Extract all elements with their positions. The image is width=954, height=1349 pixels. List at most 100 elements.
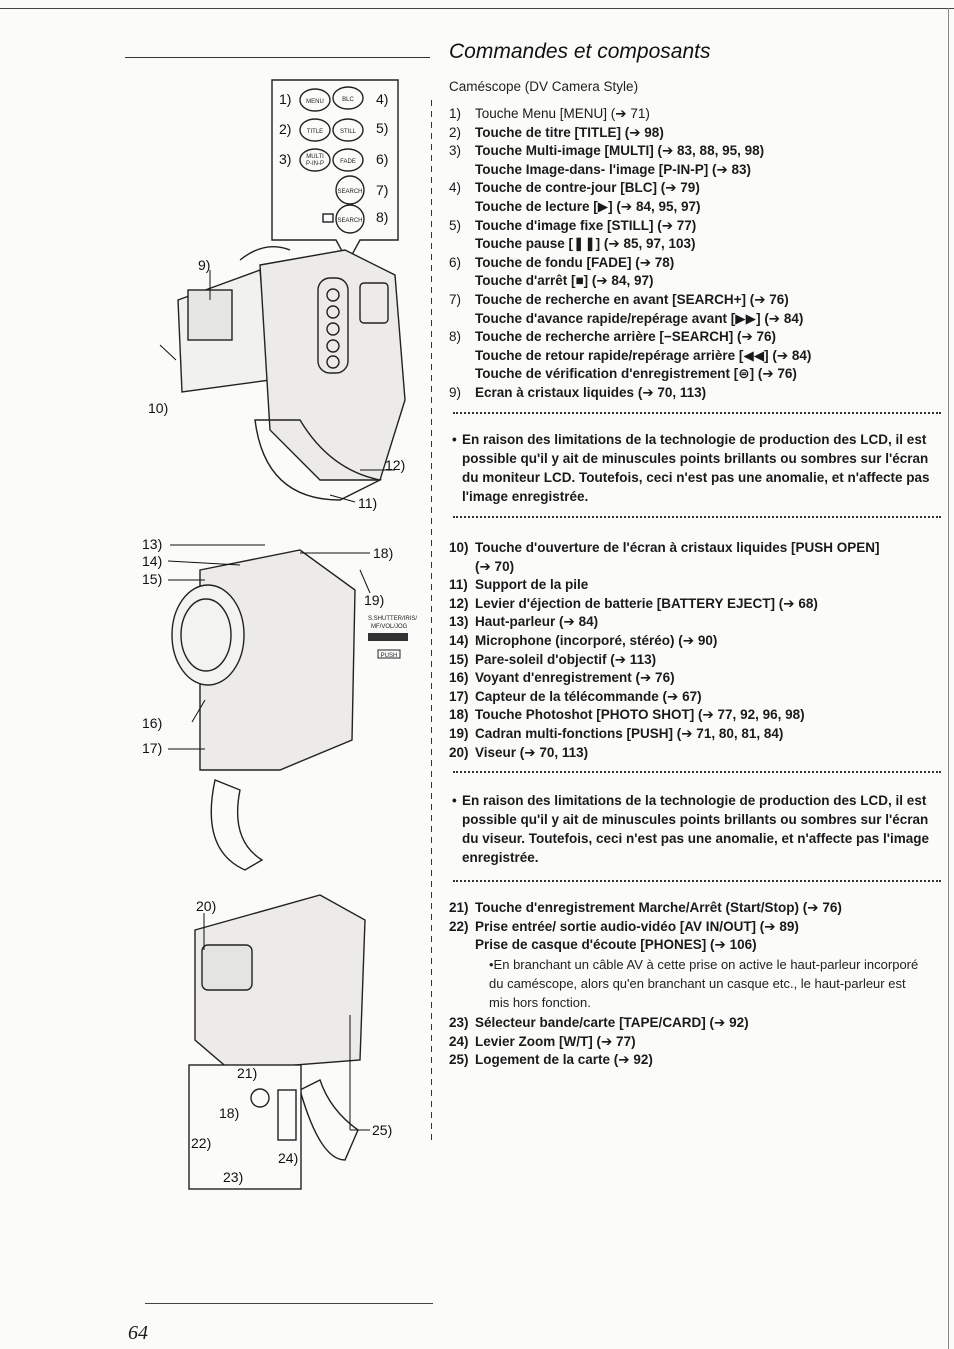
- button-search-minus-label: SEARCH: [337, 218, 362, 224]
- page-right-edge: [948, 8, 949, 1349]
- callout-12: 12): [385, 457, 405, 473]
- callout-2: 2): [279, 121, 291, 137]
- item-number: 25): [449, 1052, 469, 1068]
- callout-3: 3): [279, 151, 291, 167]
- callout-20: 20): [196, 898, 216, 914]
- list-item: 6)Touche de fondu [FADE] (➔ 78): [449, 254, 944, 273]
- item-number: 20): [449, 744, 469, 760]
- item-number: 17): [449, 688, 469, 704]
- item-text: Support de la pile: [475, 577, 589, 593]
- list-item: 24)Levier Zoom [W/T] (➔ 77): [449, 1033, 944, 1052]
- note-bullet: •: [452, 793, 457, 808]
- callout-18-rear: 18): [219, 1105, 239, 1121]
- item-text: Touche d'ouverture de l'écran à cristaux…: [475, 540, 880, 555]
- item-text: Touche d'arrêt [■] (➔ 84, 97): [475, 273, 654, 289]
- item-text: Haut-parleur (➔ 84): [475, 614, 599, 630]
- camera-illustrations: MENU BLC TITLE STILL MULTI P-IN-P FADE S…: [142, 79, 417, 1190]
- controls-list-b: 10) Touche d'ouverture de l'écran à crist…: [449, 539, 944, 762]
- item-number: 15): [449, 651, 469, 667]
- item-text: Touche de titre [TITLE] (➔ 98): [475, 124, 664, 140]
- list-item: 14)Microphone (incorporé, stéréo) (➔ 90): [449, 632, 944, 651]
- item-text: Viseur (➔ 70, 113): [475, 744, 589, 760]
- item-number: 12): [449, 595, 469, 611]
- item-number: 5): [449, 217, 462, 233]
- item-number: 19): [449, 725, 469, 741]
- button-blc-label: BLC: [342, 97, 354, 103]
- list-item: 18)Touche Photoshot [PHOTO SHOT] (➔ 77, …: [449, 706, 944, 725]
- item-number: [449, 936, 475, 955]
- item-number: 9): [449, 384, 462, 400]
- item-number: 4): [449, 180, 462, 196]
- item-text: Touche d'avance rapide/repérage avant [▶…: [475, 310, 804, 326]
- item-number: 21): [449, 900, 469, 915]
- page-number: 64: [128, 1322, 148, 1344]
- list-item: 15)Pare-soleil d'objectif (➔ 113): [449, 651, 944, 670]
- item-text: Touche d'enregistrement Marche/Arrêt (St…: [475, 900, 842, 915]
- push-label: PUSH: [381, 653, 398, 659]
- item-number: [449, 198, 475, 217]
- lcd-note-2-text: En raison des limitations de la technolo…: [462, 793, 930, 865]
- list-item: Touche d'arrêt [■] (➔ 84, 97): [449, 272, 944, 291]
- item-number: 16): [449, 670, 469, 686]
- item-number: 1): [449, 106, 462, 121]
- item-number: 8): [449, 329, 462, 345]
- item-number: 6): [449, 254, 462, 270]
- item-text: Voyant d'enregistrement (➔ 76): [475, 670, 675, 686]
- item-number: [449, 347, 475, 366]
- callout-18: 18): [373, 545, 393, 561]
- dotted-separator-4: [453, 880, 941, 882]
- item-text: Touche de retour rapide/repérage arrière…: [475, 347, 812, 363]
- button-search-plus-label: SEARCH: [337, 189, 362, 195]
- list-item: Touche de vérification d'enregistrement …: [449, 365, 944, 384]
- callout-6: 6): [376, 151, 388, 167]
- callout-10: 10): [148, 400, 168, 416]
- callout-15: 15): [142, 571, 162, 587]
- button-still-label: STILL: [340, 129, 357, 135]
- item-number: 24): [449, 1033, 469, 1049]
- item-text: Logement de la carte (➔ 92): [475, 1052, 653, 1068]
- dial-label-line-1: S.SHUTTER/IRIS/: [368, 616, 417, 622]
- callout-21: 21): [237, 1065, 257, 1081]
- list-item: 17)Capteur de la télécommande (➔ 67): [449, 688, 944, 707]
- list-item: 19)Cadran multi-fonctions [PUSH] (➔ 71, …: [449, 725, 944, 744]
- list-item: 7) Touche de recherche en avant [SEARCH+]…: [449, 291, 944, 310]
- item-text: Touche de vérification d'enregistrement …: [475, 366, 797, 382]
- lcd-note-2: • En raison des limitations de la techno…: [452, 791, 944, 867]
- item-text: Ecran à cristaux liquides (➔ 70, 113): [475, 384, 707, 400]
- list-item: (➔ 70): [449, 558, 944, 577]
- lcd-note-1: • En raison des limitations de la techno…: [452, 430, 944, 506]
- list-item: 3) Touche Multi-image [MULTI] (➔ 83, 88, …: [449, 142, 944, 161]
- dotted-separator-2: [453, 516, 941, 518]
- list-item: 13)Haut-parleur (➔ 84): [449, 613, 944, 632]
- callout-13: 13): [142, 536, 162, 552]
- list-item: 25) Logement de la carte (➔ 92): [449, 1051, 944, 1070]
- controls-list-a: 1)Touche Menu [MENU] (➔ 71)2)Touche de t…: [449, 105, 944, 403]
- item-text: Touche Multi-image [MULTI] (➔ 83, 88, 95…: [475, 143, 765, 159]
- list-item: 4) Touche de contre-jour [BLC] (➔ 79): [449, 179, 944, 198]
- item-number: 7): [449, 291, 462, 307]
- list-item: 12)Levier d'éjection de batterie [BATTER…: [449, 595, 944, 614]
- item-number: 3): [449, 143, 462, 159]
- note-bullet: •: [452, 432, 457, 447]
- item-text: Prise de casque d'écoute [PHONES] (➔ 106…: [475, 937, 757, 953]
- item-number: 11): [449, 577, 468, 593]
- item-number: [449, 558, 475, 577]
- list-item: 1) Touche Menu [MENU] (➔ 71): [449, 105, 944, 124]
- dial-label-line-2: MF/VOL/JOG: [371, 624, 408, 630]
- callout-7: 7): [376, 182, 388, 198]
- callout-8: 8): [376, 209, 388, 225]
- list-item: Touche de retour rapide/repérage arrière…: [449, 347, 944, 366]
- list-item: 21) Touche d'enregistrement Marche/Arrêt …: [449, 899, 944, 918]
- button-pinp-label: P-IN-P: [306, 161, 324, 167]
- item-number: [449, 272, 475, 291]
- item-text: Touche Menu [MENU] (➔ 71): [475, 106, 650, 121]
- callout-1: 1): [279, 91, 291, 107]
- item-text: Touche de recherche en avant [SEARCH+] (…: [475, 291, 789, 307]
- item-text: Touche de contre-jour [BLC] (➔ 79): [475, 180, 700, 196]
- page-title: Commandes et composants: [449, 40, 711, 63]
- button-multi-label: MULTI: [306, 154, 324, 160]
- item-number: 10): [449, 540, 469, 555]
- item-text: Microphone (incorporé, stéréo) (➔ 90): [475, 632, 718, 648]
- callout-22: 22): [191, 1135, 211, 1151]
- item-number: [449, 161, 475, 180]
